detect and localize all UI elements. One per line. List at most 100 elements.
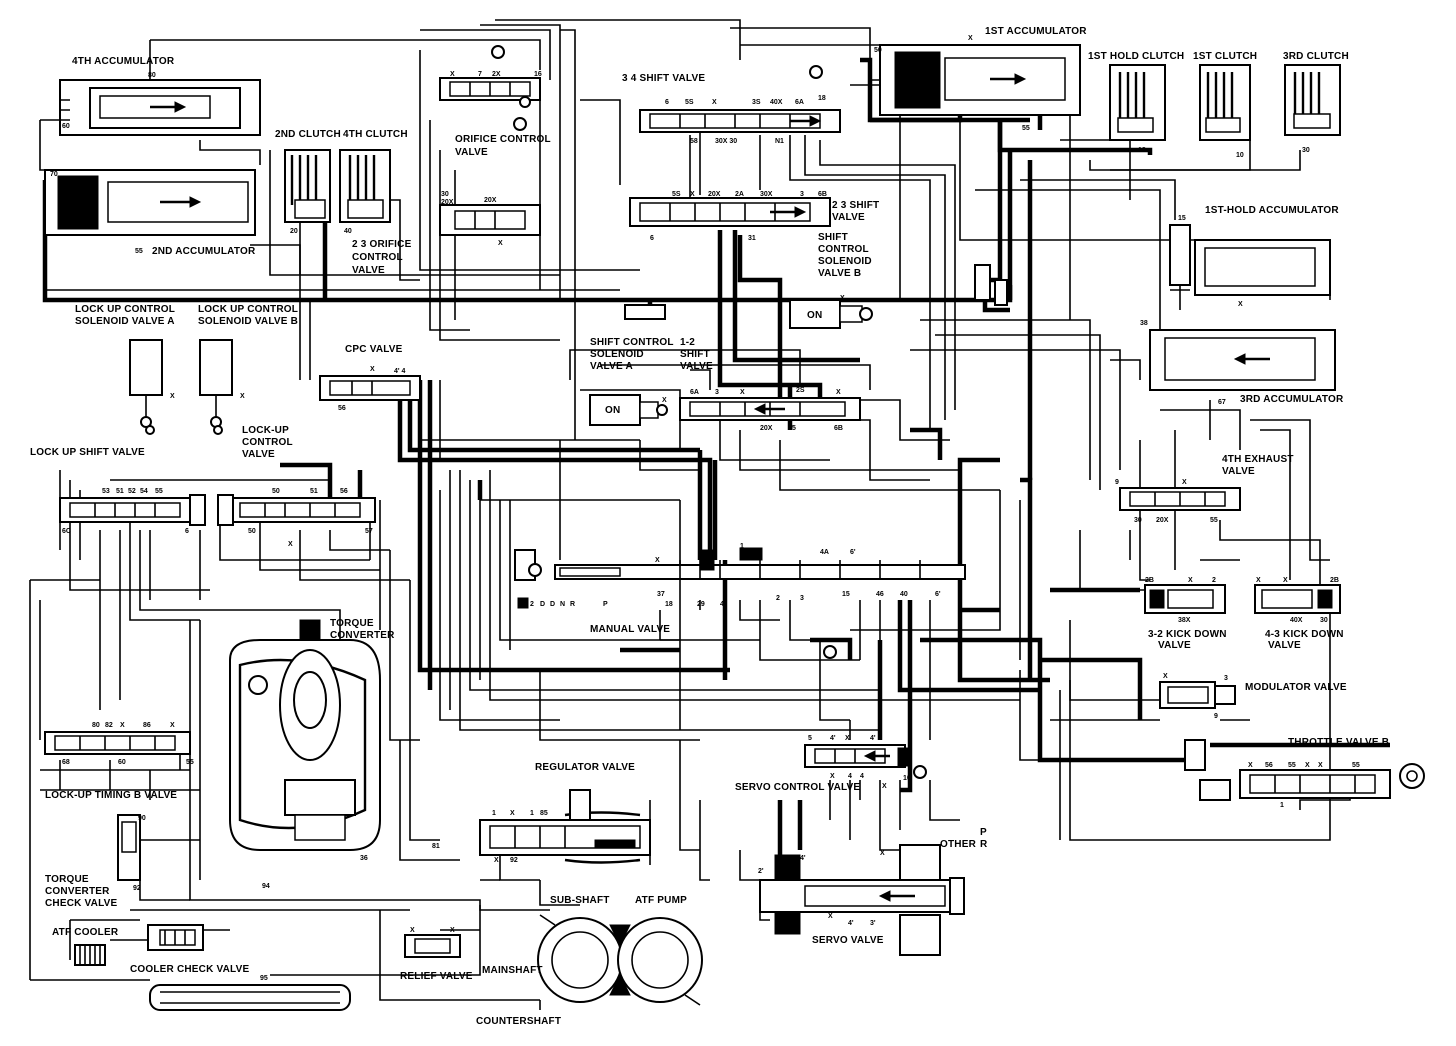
svg-text:46: 46 <box>876 591 884 598</box>
two-three-orifice-line2: CONTROL <box>352 252 403 263</box>
gear-d3: D <box>540 601 545 608</box>
check-ball <box>145 425 155 435</box>
svg-text:30X: 30X <box>760 191 773 198</box>
svg-text:50: 50 <box>272 488 280 495</box>
svg-text:7: 7 <box>478 71 482 78</box>
lockup-sol-b-line1: LOCK UP CONTROL <box>198 304 298 315</box>
svg-text:92: 92 <box>510 857 518 864</box>
lockup-control-line1: LOCK-UP <box>242 425 289 436</box>
svg-text:X: X <box>1163 673 1168 680</box>
atf-pump <box>537 914 703 1006</box>
kick-down-32-valve: 2B X 2 38X <box>1144 577 1226 624</box>
svg-text:X: X <box>498 240 503 247</box>
lockup-control-line3: VALVE <box>242 449 275 460</box>
two-three-orifice-line3: VALVE <box>352 265 385 276</box>
svg-text:4: 4 <box>860 773 864 780</box>
svg-text:38: 38 <box>1140 320 1148 327</box>
svg-text:90: 90 <box>138 815 146 822</box>
svg-text:60: 60 <box>62 123 70 130</box>
svg-text:92: 92 <box>133 885 141 892</box>
fourth-clutch-label: 4TH CLUTCH <box>343 129 408 140</box>
svg-text:1: 1 <box>1280 802 1284 809</box>
third-accumulator: 38 67 <box>1140 320 1336 406</box>
svg-text:30: 30 <box>1320 617 1328 624</box>
svg-text:X: X <box>845 735 850 742</box>
throttle-valve-b: X 56 55 X X 55 1 <box>1184 739 1425 809</box>
svg-text:6': 6' <box>850 549 856 556</box>
servo-valve-label: SERVO VALVE <box>812 935 884 946</box>
svg-text:53: 53 <box>102 488 110 495</box>
svg-text:60: 60 <box>118 759 126 766</box>
svg-text:X: X <box>828 913 833 920</box>
svg-text:X: X <box>1188 577 1193 584</box>
svg-text:X: X <box>1248 762 1253 769</box>
svg-text:X: X <box>1318 762 1323 769</box>
atf-pump-label: ATF PUMP <box>635 895 687 906</box>
svg-text:82: 82 <box>105 722 113 729</box>
svg-text:X: X <box>880 850 885 857</box>
one-two-shift-line3: VALVE <box>680 361 713 372</box>
svg-text:6A: 6A <box>795 99 804 106</box>
svg-text:94: 94 <box>262 883 270 890</box>
svg-text:85: 85 <box>540 810 548 817</box>
svg-text:67: 67 <box>1218 399 1226 406</box>
svg-text:X: X <box>655 557 660 564</box>
svg-text:30: 30 <box>441 191 449 198</box>
one-two-shift-line2: SHIFT <box>680 349 710 360</box>
relief-valve: X X <box>404 927 461 958</box>
check-ball <box>213 425 223 435</box>
two-three-shift-line1: 2 3 SHIFT <box>832 200 879 211</box>
svg-text:54: 54 <box>140 488 148 495</box>
shift-sol-a-line1: SHIFT CONTROL <box>590 337 674 348</box>
gear-position-strip: 2 D D N R P <box>517 597 608 609</box>
svg-text:70: 70 <box>50 171 58 178</box>
svg-text:55: 55 <box>1210 517 1218 524</box>
main-filter: 95 <box>149 975 351 1011</box>
shift-sol-b-line1: SHIFT <box>818 232 848 243</box>
lockup-control-valve: 50 51 56 50 X 57 <box>217 488 376 548</box>
svg-text:2': 2' <box>758 868 764 875</box>
svg-text:2B: 2B <box>1145 577 1154 584</box>
svg-text:3: 3 <box>800 191 804 198</box>
regulator-valve: 1 X 1 85 X 92 <box>479 789 651 865</box>
svg-text:20X: 20X <box>708 191 721 198</box>
svg-text:50: 50 <box>248 528 256 535</box>
svg-text:20X: 20X <box>484 197 497 204</box>
shift-sol-b-line3: SOLENOID <box>818 256 872 267</box>
svg-text:X: X <box>410 927 415 934</box>
svg-text:51: 51 <box>116 488 124 495</box>
mainshaft-label: MAINSHAFT <box>482 965 543 976</box>
first-hold-accumulator-label: 1ST-HOLD ACCUMULATOR <box>1205 205 1339 216</box>
svg-text:40X: 40X <box>770 99 783 106</box>
kick-down-43-valve: X X 2B 40X 30 <box>1254 577 1341 624</box>
svg-text:51: 51 <box>310 488 318 495</box>
svg-text:68: 68 <box>62 759 70 766</box>
sub-shaft-label: SUB-SHAFT <box>550 895 610 906</box>
svg-text:4': 4' <box>800 855 806 862</box>
svg-text:50: 50 <box>874 47 882 54</box>
svg-text:6: 6 <box>665 99 669 106</box>
svg-text:40: 40 <box>344 228 352 235</box>
svg-text:20: 20 <box>290 228 298 235</box>
lockup-solenoid-a: X <box>129 339 175 428</box>
third-accumulator-label: 3RD ACCUMULATOR <box>1240 394 1344 405</box>
svg-text:55: 55 <box>1288 762 1296 769</box>
orifice-control-valve: X 7 2X 16 <box>439 45 542 131</box>
lockup-solenoid-b: X <box>199 339 245 428</box>
other-label: OTHER <box>940 839 977 850</box>
svg-text:X: X <box>450 927 455 934</box>
svg-text:4': 4' <box>830 735 836 742</box>
svg-text:X: X <box>120 722 125 729</box>
gear-r: R <box>570 601 575 608</box>
first-hold-clutch-label: 1ST HOLD CLUTCH <box>1088 51 1184 62</box>
svg-text:X: X <box>170 722 175 729</box>
two-three-orifice-line1: 2 3 ORIFICE <box>352 239 412 250</box>
servo-control-valve: 5 4' X 4' X 4 4 10 X <box>804 645 927 790</box>
cooler-check-valve <box>147 924 204 951</box>
svg-text:X: X <box>840 295 845 302</box>
tc-check-line2: CONVERTER <box>45 886 110 897</box>
second-clutch: 20 <box>284 149 331 235</box>
kick-43-line2: VALVE <box>1268 640 1301 651</box>
